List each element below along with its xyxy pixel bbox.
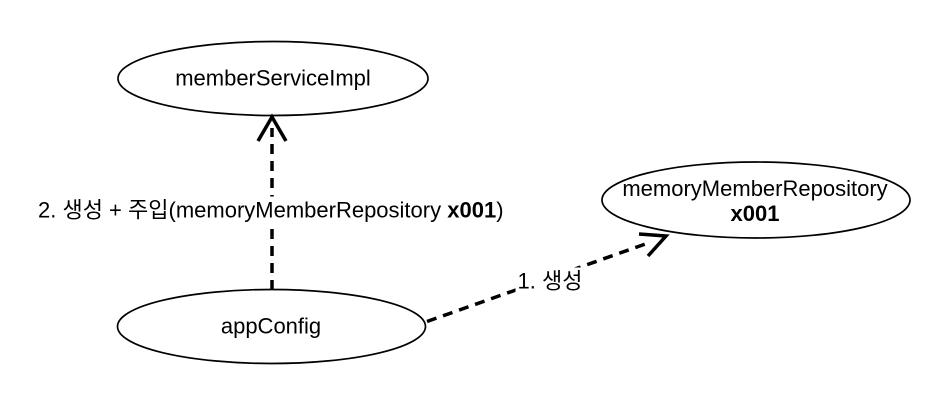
node-label-text: memoryMemberRepository [622, 176, 888, 201]
node-label-member-service-impl: memberServiceImpl [175, 66, 371, 91]
edge-label-inject: 2. 생성 + 주입(memoryMemberRepository x001) [36, 196, 506, 224]
edge-create-dashed-line [426, 240, 652, 324]
node-ellipse-memory-member-repository [601, 161, 911, 239]
edge-label-text: 1. 생성 [517, 268, 583, 294]
edge-inject-arrowhead-icon [256, 113, 288, 142]
edge-label-bold: x001 [447, 197, 497, 223]
node-label-app-config: appConfig [221, 314, 321, 339]
node-label-text: appConfig [220, 313, 322, 339]
edge-label-create: 1. 생성 [515, 267, 585, 295]
node-label-text: memberServiceImpl [175, 65, 371, 91]
node-sublabel-text: x001 [730, 201, 780, 226]
node-label-memory-member-repository: memoryMemberRepository x001 [622, 176, 887, 226]
edge-create-arrowhead-icon [638, 232, 670, 258]
edge-label-prefix: 2. 생성 + 주입(memoryMemberRepository [38, 197, 448, 223]
edge-label-suffix: ) [496, 197, 504, 223]
